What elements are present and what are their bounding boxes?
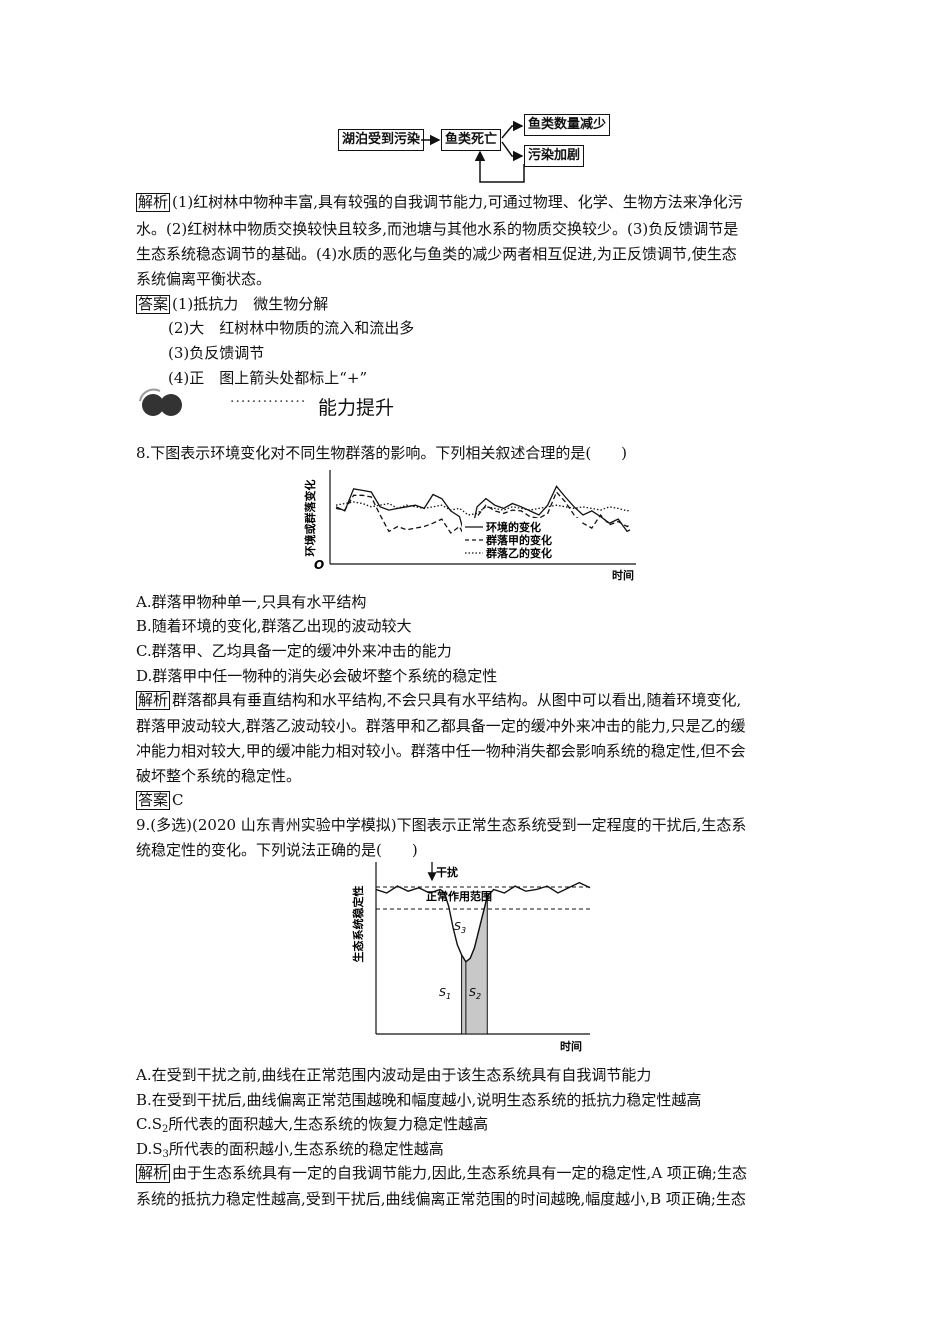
q8-analysis-line-1: 解析群落都具有垂直结构和水平结构,不会只具有水平结构。从图中可以看出,随着环境变…	[136, 690, 741, 710]
answer7-line-1: 答案(1)抵抗力 微生物分解	[136, 294, 328, 314]
region-s3-label: S3	[454, 920, 466, 935]
q9-option-d: D.S3所代表的面积越小,生态系统的稳定性越高	[136, 1139, 444, 1165]
q9-option-d-sub: 3	[162, 1149, 169, 1160]
flow-box-fish-decrease: 鱼类数量减少	[524, 114, 611, 136]
normal-range-label: 正常作用范围	[426, 889, 492, 903]
chart2-xlabel: 时间	[560, 1039, 582, 1053]
section-title: 能力提升	[318, 397, 395, 419]
q8-analysis-text-1: 群落都具有垂直结构和水平结构,不会只具有水平结构。从图中可以看出,随着环境变化,	[172, 691, 742, 709]
q9-option-c-text: 所代表的面积越大,生态系统的恢复力稳定性越高	[168, 1115, 489, 1133]
q9-option-a: A.在受到干扰之前,曲线在正常范围内波动是由于该生态系统具有自我调节能力	[136, 1066, 652, 1084]
analysis7-line-1: 解析(1)红树林中物种丰富,具有较强的自我调节能力,可通过物理、化学、生物方法来…	[136, 192, 743, 212]
answer-tag: 答案	[136, 791, 171, 810]
section-circles-icon	[134, 387, 194, 419]
analysis7-text-1: (1)红树林中物种丰富,具有较强的自我调节能力,可通过物理、化学、生物方法来净化…	[172, 193, 743, 211]
q9-option-c-prefix: C.S	[136, 1115, 162, 1133]
chart1-origin: O	[314, 558, 324, 572]
chart2-ylabel: 生态系统稳定性	[351, 886, 365, 963]
answer-tag: 答案	[136, 295, 171, 314]
series-line-1	[335, 490, 631, 546]
q9-stem-line-1: 9.(多选)(2020 山东青州实验中学模拟)下图表示正常生态系统受到一定程度的…	[136, 816, 747, 834]
region-s1-label: S1	[439, 986, 451, 1001]
q8-analysis-line-2: 群落甲波动较大,群落乙波动较小。群落甲和乙都具备一定的缓冲外来冲击的能力,只是乙…	[136, 717, 746, 735]
legend-b: 群落乙的变化	[485, 546, 552, 560]
q9-option-d-text: 所代表的面积越小,生态系统的稳定性越高	[168, 1140, 444, 1158]
q9-analysis-line-1: 解析由于生态系统具有一定的自我调节能力,因此,生态系统具有一定的稳定性,A 项正…	[136, 1163, 747, 1183]
analysis-tag: 解析	[136, 193, 171, 212]
q9-option-b: B.在受到干扰后,曲线偏离正常范围越晚和幅度越小,说明生态系统的抵抗力稳定性越高	[136, 1091, 702, 1109]
analysis-tag: 解析	[136, 1164, 171, 1183]
legend-a: 群落甲的变化	[485, 533, 552, 547]
q8-analysis-line-4: 破坏整个系统的稳定性。	[136, 767, 302, 785]
analysis-tag: 解析	[136, 691, 171, 710]
flow-box-lake-polluted: 湖泊受到污染	[338, 129, 425, 151]
q8-analysis-line-3: 冲能力相对较大,甲的缓冲能力相对较小。群落中任一物种消失都会影响系统的稳定性,但…	[136, 742, 746, 760]
answer7-line-2: (2)大 红树林中物质的流入和流出多	[168, 319, 415, 337]
arrow-feedback-loop	[474, 150, 525, 183]
q9-analysis-line-2: 系统的抵抗力稳定性越高,受到干扰后,曲线偏离正常范围的时间越晚,幅度越小,B 项…	[136, 1190, 746, 1208]
chart1-xlabel: 时间	[612, 568, 634, 582]
q9-option-c: C.S2所代表的面积越大,生态系统的恢复力稳定性越高	[136, 1114, 488, 1140]
chart-ecosystem-stability: 生态系统稳定性 时间 干扰 正常作用范围 S3 S1 S2	[351, 862, 591, 1053]
chart1-ylabel: 环境或群落变化	[303, 480, 317, 557]
q9-option-c-sub: 2	[162, 1124, 169, 1135]
chart-community-change: 环境或群落变化 O 时间 环境的变化 群落甲的变化 群落乙的变化	[303, 470, 636, 582]
answer7-text-1: (1)抵抗力 微生物分解	[172, 295, 329, 313]
q8-option-a: A.群落甲物种单一,只具有水平结构	[136, 593, 367, 611]
q8-stem: 8.下图表示环境变化对不同生物群落的影响。下列相关叙述合理的是( )	[136, 444, 628, 462]
q9-analysis-text-1: 由于生态系统具有一定的自我调节能力,因此,生态系统具有一定的稳定性,A 项正确;…	[172, 1164, 747, 1182]
analysis7-line-3: 生态系统稳态调节的基础。(4)水质的恶化与鱼类的减少两者相互促进,为正反馈调节,…	[136, 245, 737, 263]
legend-env: 环境的变化	[486, 520, 541, 534]
q9-stem-line-2: 统稳定性的变化。下列说法正确的是( )	[136, 841, 418, 859]
answer7-line-4: (4)正 图上箭头处都标上“+”	[168, 369, 368, 387]
analysis7-line-2: 水。(2)红树林中物质交换较快且较多,而池塘与其他水系的物质交换较少。(3)负反…	[136, 220, 739, 238]
answer7-line-3: (3)负反馈调节	[168, 344, 265, 362]
series-line-0	[335, 485, 631, 548]
flow-box-fish-death: 鱼类死亡	[441, 129, 502, 151]
q8-answer-value: C	[172, 791, 184, 809]
q8-option-b: B.随着环境的变化,群落乙出现的波动较大	[136, 617, 412, 635]
arrow-fish-to-decrease	[501, 120, 524, 139]
arrow-fish-to-worse	[501, 141, 524, 162]
flow-box-pollution-worse: 污染加剧	[524, 145, 585, 167]
q8-option-d: D.群落甲中任一物种的消失必会破坏整个系统的稳定性	[136, 667, 498, 685]
analysis7-line-4: 系统偏离平衡状态。	[136, 270, 272, 288]
q9-option-d-prefix: D.S	[136, 1140, 163, 1158]
flow-arrows	[421, 120, 525, 183]
chart1-legend: 环境的变化 群落甲的变化 群落乙的变化	[462, 518, 582, 560]
section-dots: ··············	[230, 394, 307, 410]
q8-option-c: C.群落甲、乙均具备一定的缓冲外来冲击的能力	[136, 642, 452, 660]
disturbance-label: 干扰	[436, 865, 458, 879]
stability-curve	[375, 881, 591, 963]
